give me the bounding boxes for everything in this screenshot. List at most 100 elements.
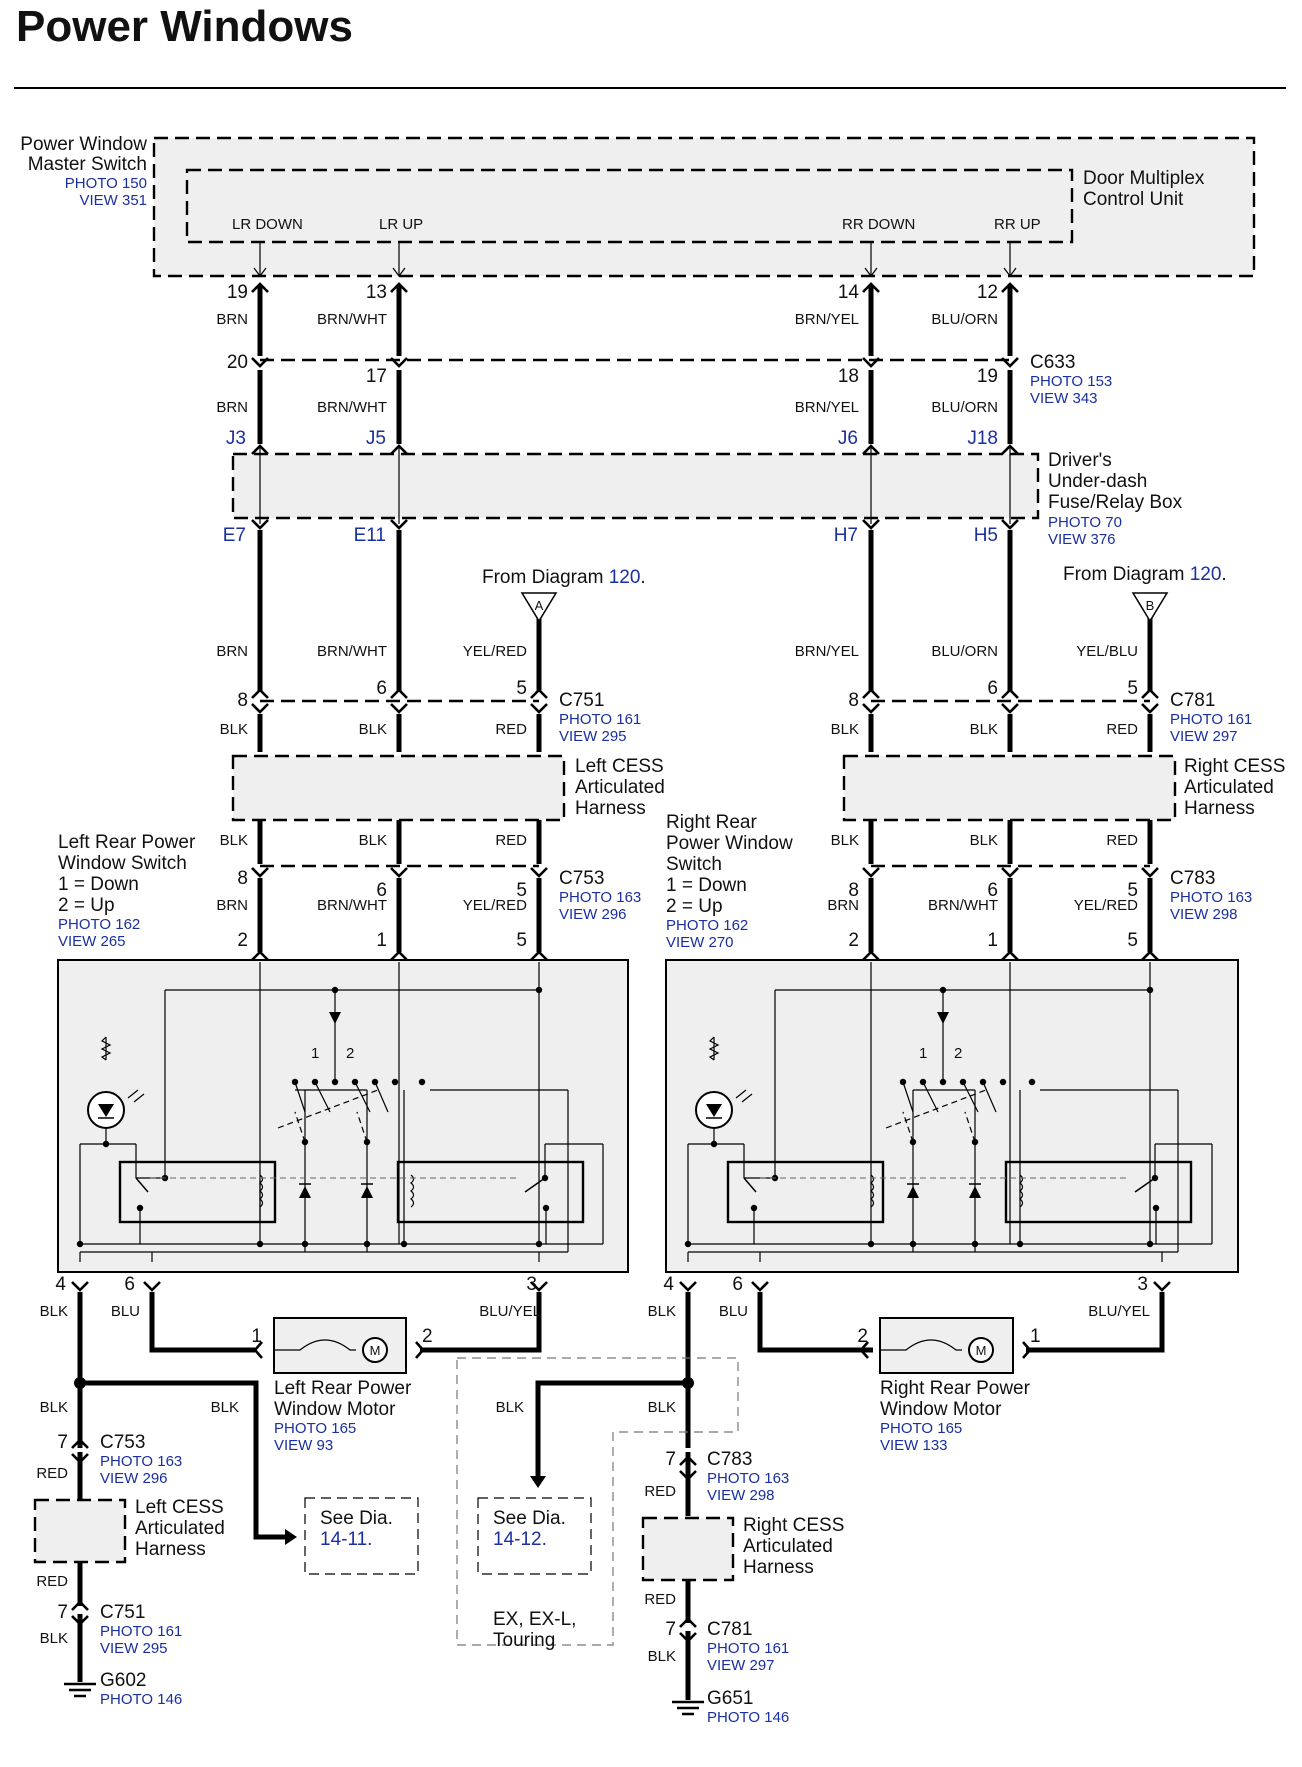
wire-red-7: RED xyxy=(644,1483,676,1500)
right-switch-label-3: Switch xyxy=(666,854,722,875)
left-c753-lower-view: VIEW 296 xyxy=(100,1470,168,1487)
right-switch-label-4: 1 = Down xyxy=(666,875,747,896)
g651-photo: PHOTO 146 xyxy=(707,1709,789,1726)
see-right-line1: See Dia. xyxy=(493,1508,566,1529)
right-c783-lower-photo: PHOTO 163 xyxy=(707,1470,789,1487)
c781-photo: PHOTO 161 xyxy=(1170,711,1252,728)
mid-wires xyxy=(257,530,1153,692)
wire-red-6: RED xyxy=(36,1573,68,1590)
wire-brn-3: BRN xyxy=(216,643,248,660)
master-switch-label-1: Power Window xyxy=(20,134,147,155)
switch-bottom-chevrons xyxy=(71,1281,1171,1292)
wire-blu-orn-2: BLU/ORN xyxy=(931,399,998,416)
left-switch-label-4: 2 = Up xyxy=(58,895,115,916)
wire-brn-4: BRN xyxy=(216,897,248,914)
signal-rr-down: RR DOWN xyxy=(842,216,915,233)
pin-14: 14 xyxy=(838,282,860,303)
left-switch-pin-1: 1 xyxy=(376,930,387,951)
c783-name: C783 xyxy=(1170,868,1215,889)
from-diagram-b: From Diagram 120. xyxy=(1063,564,1227,585)
left-motor-symbol: M xyxy=(370,1343,381,1358)
left-cess-lower-3: Harness xyxy=(135,1539,206,1560)
lower-dots-arrows xyxy=(74,1377,694,1545)
c781-name: C781 xyxy=(1170,690,1215,711)
right-c781-pin-8: 8 xyxy=(848,690,859,711)
left-cess-box xyxy=(231,754,566,822)
wire-blu-yel-2: BLU/YEL xyxy=(1088,1303,1150,1320)
right-gnd-pin-7b: 7 xyxy=(665,1619,676,1640)
c751-name: C751 xyxy=(559,690,604,711)
master-switch-view: VIEW 351 xyxy=(79,192,147,209)
see-right-line2: 14-12. xyxy=(493,1529,547,1550)
right-motor-photo: PHOTO 165 xyxy=(880,1420,962,1437)
right-c783-lower-name: C783 xyxy=(707,1449,752,1470)
left-switch-pin-5: 5 xyxy=(516,930,527,951)
wire-yel-red-3: YEL/RED xyxy=(1074,897,1138,914)
wire-red-1: RED xyxy=(495,721,527,738)
trim-note-line2: Touring xyxy=(493,1630,555,1651)
wire-yel-blu-1: YEL/BLU xyxy=(1076,643,1138,660)
door-multiplex-label-1: Door Multiplex xyxy=(1083,168,1205,189)
wire-red-3: RED xyxy=(495,832,527,849)
left-motor-label-1: Left Rear Power xyxy=(274,1378,412,1399)
wire-blk-2: BLK xyxy=(359,721,387,738)
right-c781-lower-name: C781 xyxy=(707,1619,752,1640)
junction-e7: E7 xyxy=(223,525,246,546)
left-c753-pin-8: 8 xyxy=(237,868,248,889)
c781-view: VIEW 297 xyxy=(1170,728,1238,745)
left-motor-photo: PHOTO 165 xyxy=(274,1420,356,1437)
right-switch-label-5: 2 = Up xyxy=(666,896,723,917)
page-title: Power Windows xyxy=(16,2,353,51)
c751-photo: PHOTO 161 xyxy=(559,711,641,728)
left-motor-pin-2: 2 xyxy=(422,1326,433,1347)
left-motor-view: VIEW 93 xyxy=(274,1437,333,1454)
from-diagram-a-marker xyxy=(520,592,558,623)
switch-feed-wires xyxy=(257,878,1153,952)
left-c753-lower-name: C753 xyxy=(100,1432,145,1453)
right-switch-assembly xyxy=(665,959,1239,1273)
right-motor-label-1: Right Rear Power xyxy=(880,1378,1031,1399)
left-bottom-pin-4: 4 xyxy=(55,1274,66,1295)
right-c781-lower-view: VIEW 297 xyxy=(707,1657,775,1674)
left-ground-chain xyxy=(33,1438,127,1698)
left-bottom-pin-6: 6 xyxy=(124,1274,135,1295)
see-dia-14-12-box xyxy=(477,1497,592,1575)
right-motor-view: VIEW 133 xyxy=(880,1437,948,1454)
junction-j6: J6 xyxy=(838,428,858,449)
wire-blu-yel-1: BLU/YEL xyxy=(479,1303,541,1320)
fuse-box-photo: PHOTO 70 xyxy=(1048,514,1122,531)
wire-brn-wht-5: BRN/WHT xyxy=(928,897,998,914)
junction-h7: H7 xyxy=(834,525,858,546)
wire-brn-yel-1: BRN/YEL xyxy=(795,311,859,328)
wire-red-4: RED xyxy=(1106,832,1138,849)
trim-region-outline xyxy=(456,1357,739,1646)
wire-blk-14: BLK xyxy=(648,1399,676,1416)
pin-20: 20 xyxy=(227,352,248,373)
c753-name: C753 xyxy=(559,868,604,889)
right-cess-label-3: Harness xyxy=(1184,798,1255,819)
c753-view: VIEW 296 xyxy=(559,906,627,923)
signal-lr-down: LR DOWN xyxy=(232,216,303,233)
pin-12: 12 xyxy=(977,282,998,303)
right-c781-pin-6: 6 xyxy=(987,678,998,699)
c633-view: VIEW 343 xyxy=(1030,390,1098,407)
c783-photo: PHOTO 163 xyxy=(1170,889,1252,906)
right-cess-label-1: Right CESS xyxy=(1184,756,1285,777)
left-switch-label-3: 1 = Down xyxy=(58,874,139,895)
signal-lr-up: LR UP xyxy=(379,216,423,233)
door-multiplex-label-2: Control Unit xyxy=(1083,189,1184,210)
c753-c783-chevrons xyxy=(251,867,1159,878)
junction-e11: E11 xyxy=(354,525,386,546)
right-cess-label-2: Articulated xyxy=(1184,777,1274,798)
right-gnd-pin-7a: 7 xyxy=(665,1449,676,1470)
trim-note-line1: EX, EX-L, xyxy=(493,1609,576,1630)
wire-brn-yel-3: BRN/YEL xyxy=(795,643,859,660)
junction-j5: J5 xyxy=(366,428,386,449)
fuse-box-label-3: Fuse/Relay Box xyxy=(1048,492,1183,513)
left-switch-label-2: Window Switch xyxy=(58,853,187,874)
wire-blk-1: BLK xyxy=(220,721,248,738)
right-cess-lower-3: Harness xyxy=(743,1557,814,1578)
from-b-letter: B xyxy=(1146,598,1155,613)
left-motor-label-2: Window Motor xyxy=(274,1399,396,1420)
wire-brn-yel-2: BRN/YEL xyxy=(795,399,859,416)
